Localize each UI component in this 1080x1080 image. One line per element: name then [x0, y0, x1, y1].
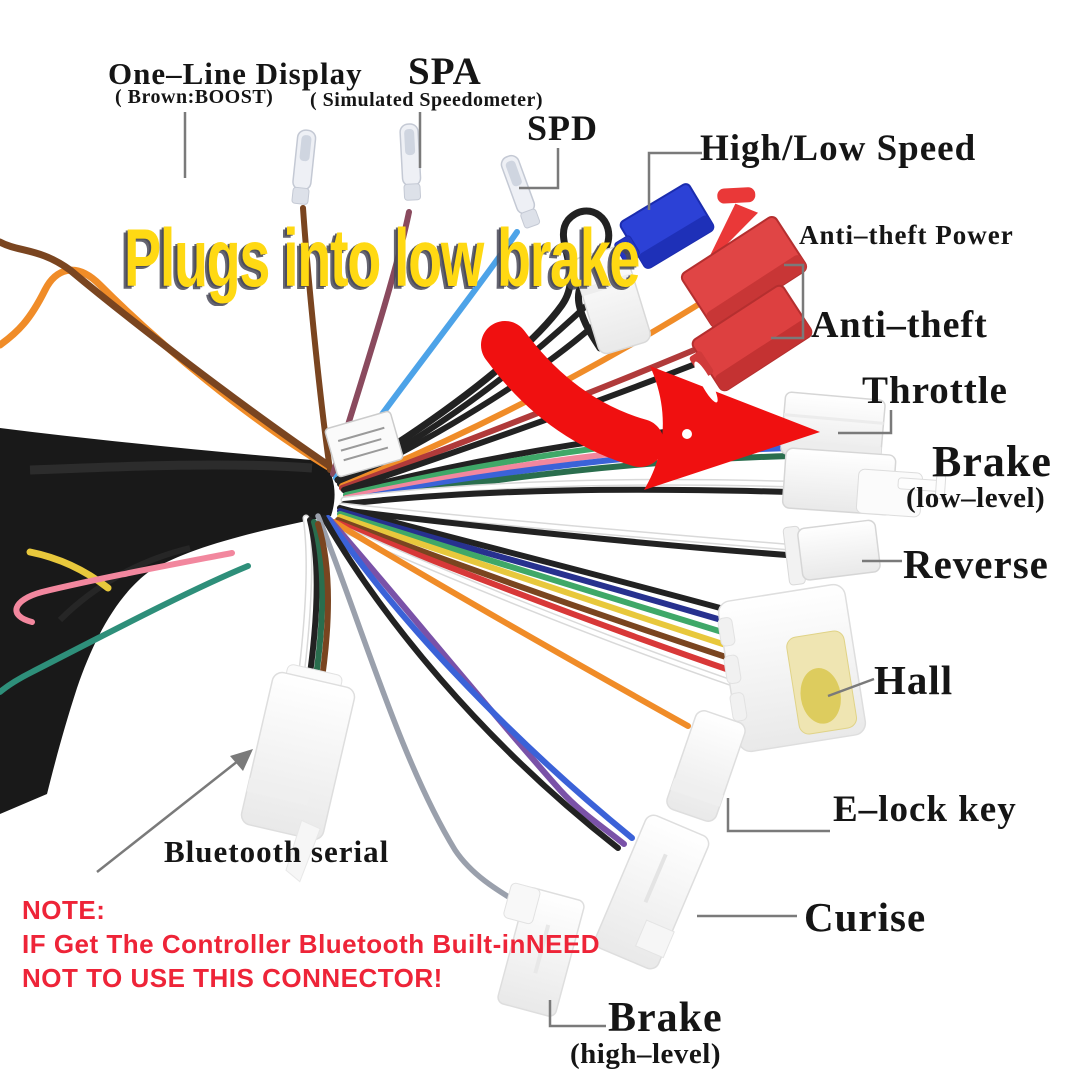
label-brake-low-sub: (low–level): [906, 482, 1046, 514]
brake-low-level-connector: [781, 447, 947, 518]
wire-brown-hall: [335, 517, 738, 663]
leader-hall: [827, 677, 875, 698]
overlay-title: Plugs into low brake: [124, 213, 640, 304]
wire-yellow-stub: [26, 548, 112, 592]
curise-connector: [594, 814, 710, 970]
label-spd: SPD: [527, 108, 599, 148]
high-low-speed-connector: [614, 183, 715, 269]
label-one-line-display-sub: ( Brown:BOOST): [115, 86, 274, 108]
leader-anti-theft-bracket: [771, 263, 805, 340]
label-e-lock-key: E–lock key: [833, 789, 1017, 830]
wire-brown-bt: [315, 521, 331, 695]
label-bluetooth-serial: Bluetooth serial: [164, 834, 390, 869]
label-throttle: Throttle: [862, 369, 1008, 412]
wire-darkred-antitheft: [339, 337, 721, 491]
wire-white-reverse: [340, 504, 802, 550]
label-spa: SPA: [408, 50, 482, 93]
note-line1: NOTE:: [22, 895, 106, 925]
label-brake-low: Brake: [932, 437, 1052, 486]
wire-orange-elock: [331, 519, 691, 729]
bullet-terminal-display: [291, 129, 317, 205]
bluetooth-arrowhead: [230, 749, 253, 771]
wire-black-antitheft: [341, 349, 729, 493]
leader-high-low-speed: [647, 151, 702, 210]
wire-darkblue-hall: [337, 508, 738, 627]
wire-purple-cruise: [327, 517, 627, 847]
label-anti-theft-power: Anti–theft Power: [799, 220, 1014, 250]
wire-gray-brakehigh: [315, 513, 533, 913]
note-line3: NOT TO USE THIS CONNECTOR!: [22, 962, 443, 993]
note-block: NOTE: IF Get The Controller Bluetooth Bu…: [22, 894, 600, 995]
wire-black-brakelow: [341, 486, 793, 507]
note-line2: IF Get The Controller Bluetooth Built-in…: [22, 928, 601, 959]
leader-bluetooth-arrow: [96, 756, 244, 873]
wire-blue-cruise: [325, 515, 635, 841]
label-hall: Hall: [874, 657, 954, 703]
wire-black-reverse: [339, 507, 803, 559]
anti-theft-power-connector: [680, 187, 808, 329]
leader-throttle: [838, 410, 893, 435]
leader-e-lock-key: [726, 798, 830, 833]
leader-lines: [96, 112, 902, 1028]
label-high-low-speed: High/Low Speed: [700, 128, 977, 169]
bullet-terminal-spa: [399, 123, 422, 201]
red-arrow: [481, 321, 820, 490]
bluetooth-serial-connector: [240, 664, 356, 883]
wire-white-brakelow: [342, 480, 792, 502]
label-reverse: Reverse: [903, 541, 1049, 587]
wire-yellow-hall: [337, 514, 738, 651]
wire-brown-left: [0, 238, 332, 469]
e-lock-key-connector: [666, 710, 746, 822]
label-brake-high-sub: (high–level): [570, 1038, 721, 1070]
wire-pink-stub: [13, 550, 235, 625]
wire-white-hall: [334, 524, 737, 686]
label-curise: Curise: [804, 894, 927, 940]
leader-spd: [519, 148, 560, 190]
wire-black-bt: [305, 517, 320, 691]
reverse-connector: [782, 519, 881, 586]
wire-black-hall: [337, 505, 738, 615]
wire-white-bt: [298, 516, 311, 688]
wire-label-sticker: [324, 410, 404, 478]
wire-red-hall: [335, 520, 738, 675]
hall-connector: [717, 583, 867, 753]
wire-green-bt: [311, 519, 326, 693]
wire-black-cruise: [321, 515, 621, 851]
label-spa-sub: ( Simulated Speedometer): [310, 89, 544, 111]
wire-teal-stub: [0, 563, 251, 695]
aux-white-connector: [573, 245, 651, 355]
wire-brown-display: [300, 205, 333, 473]
bullet-terminal-spd: [500, 154, 541, 229]
leader-brake-high: [548, 1000, 606, 1028]
label-one-line-display: One–Line Display: [108, 56, 363, 91]
label-anti-theft: Anti–theft: [811, 304, 988, 346]
brake-high-level-connector: [497, 882, 585, 1017]
wire-green-hall: [337, 511, 738, 639]
label-brake-high: Brake: [608, 995, 723, 1041]
